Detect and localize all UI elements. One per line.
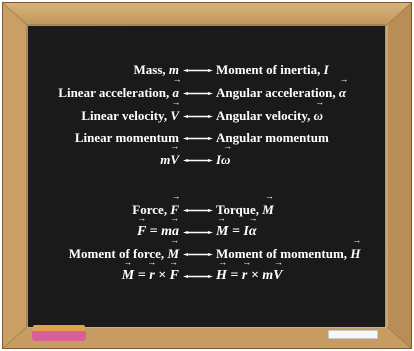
row-rhs: →Iω [216,150,230,170]
row-lhs: Linear momentum [75,128,179,148]
rhs-formula: →Iω [216,150,230,170]
row-mass: Mass, m Moment of inertia, I [26,60,383,80]
double-headed-arrow-icon [183,209,213,212]
rhs-symbol: I [324,60,329,80]
double-headed-arrow-icon [183,92,213,95]
row-lhs: →→→M = r × F [122,266,179,286]
row-force: Force, →F Torque, →M [26,200,383,220]
vector-arrow-icon: → [170,236,179,245]
vector-arrow-icon: → [169,258,178,267]
vector-arrow-icon: → [172,98,181,107]
row-moment: Moment of force, →M Moment of momentum, … [26,244,383,264]
rhs-label: Angular velocity, [216,108,310,123]
double-headed-arrow-icon [183,69,213,72]
vector-arrow-icon: → [249,214,258,223]
vector-arrow-icon: → [339,75,348,84]
vector-arrow-icon: → [265,192,274,201]
rhs-formula: →→→H = r × mV [216,266,283,286]
double-headed-arrow-icon [183,275,213,278]
vector-arrow-icon: → [170,214,179,223]
double-headed-arrow-icon [183,253,213,256]
vector-arrow-icon: → [170,142,179,151]
vector-arrow-icon: → [315,98,324,107]
vector-arrow-icon: → [123,258,132,267]
row-lhs: Linear velocity, →V [81,106,179,126]
lhs-label: Mass, [133,62,165,77]
row-acceleration: Linear acceleration, →a Angular accelera… [26,83,383,103]
row-velocity: Linear velocity, →V Angular velocity, →ω [26,106,383,126]
row-rhs: Moment of inertia, I [216,60,329,80]
double-headed-arrow-icon [183,137,213,140]
row-rhs: Angular momentum [216,128,329,148]
vector-arrow-icon: → [218,258,227,267]
lhs-label: Linear acceleration, [58,85,169,100]
row-momentum-formula: →mV →Iω [26,150,383,170]
row-rhs: Angular velocity, →ω [216,106,323,126]
row-lhs: Linear acceleration, →a [58,83,179,103]
chalkboard [2,2,412,349]
vector-arrow-icon: → [274,258,283,267]
lhs-label: Linear momentum [75,130,179,145]
rhs-label: Moment of inertia, [216,62,320,77]
row-rhs: →→→H = r × mV [216,266,283,286]
rhs-symbol: →H [350,244,360,264]
row-newton-formula: →→F = ma →→M = Iα [26,222,383,242]
eraser-icon [32,331,86,341]
vector-arrow-icon: → [217,214,226,223]
vector-arrow-icon: → [173,75,182,84]
row-rhs: Angular acceleration, →α [216,83,346,103]
vector-arrow-icon: → [137,214,146,223]
vector-arrow-icon: → [172,192,181,201]
double-headed-arrow-icon [183,115,213,118]
row-rhs: →→M = Iα [216,222,257,242]
double-headed-arrow-icon [183,159,213,162]
vector-arrow-icon: → [242,258,251,267]
row-cross-product: →→→M = r × F →→→H = r × mV [26,266,383,286]
vector-arrow-icon: → [352,236,361,245]
chalk-icon [328,330,378,339]
row-rhs: Moment of momentum, →H [216,244,360,264]
lhs-symbol: →V [170,106,179,126]
rhs-label: Angular momentum [216,130,329,145]
rhs-symbol: →ω [314,106,323,126]
rhs-symbol: →M [262,200,274,220]
row-momentum: Linear momentum Angular momentum [26,128,383,148]
lhs-formula: →mV [160,150,179,170]
vector-arrow-icon: → [147,258,156,267]
double-headed-arrow-icon [183,231,213,234]
row-lhs: →mV [160,150,179,170]
rhs-formula: →→M = Iα [216,222,257,242]
lhs-formula: →→→M = r × F [122,266,179,286]
rhs-symbol: →α [339,83,346,103]
lhs-label: Linear velocity, [81,108,167,123]
vector-arrow-icon: → [223,142,232,151]
